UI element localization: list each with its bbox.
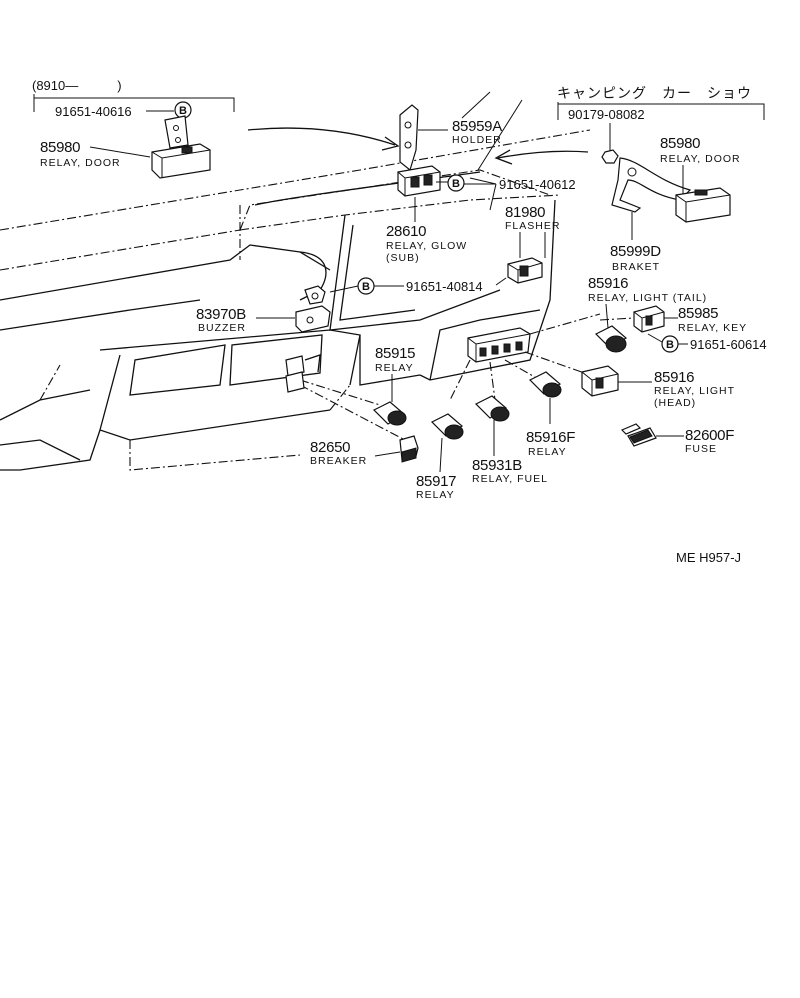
camping-car-title: キャンピング カー ショウ: [557, 86, 752, 102]
breaker-name: BREAKER: [310, 455, 367, 467]
bolt-b-marker: B: [447, 174, 465, 192]
relay-85916f-name: RELAY: [528, 446, 567, 458]
fuse-name: FUSE: [685, 443, 717, 455]
relay-85915-part: [372, 401, 407, 426]
door-relay-number: 85980: [40, 139, 80, 156]
glow-relay-name: RELAY, GLOW: [386, 240, 467, 252]
relay-85916f-part: [528, 371, 562, 398]
camper-door-relay-part: [675, 187, 731, 223]
key-relay-number: 85985: [678, 305, 718, 322]
holder-number: 85959A: [452, 118, 502, 135]
diagram-code: ME H957-J: [676, 550, 741, 565]
dashboard-body: [0, 129, 591, 471]
flasher-name: FLASHER: [505, 220, 560, 232]
buzzer-part: [295, 285, 331, 333]
tail-relay-part: [594, 325, 628, 353]
tail-relay-number: 85916: [588, 275, 628, 292]
bolt-40814-number: 91651-40814: [406, 279, 483, 294]
inset-right: キャンピング カー ショウ 90179-08082 85980 RELAY, D…: [494, 86, 765, 273]
relay-85916f-number: 85916F: [526, 429, 575, 446]
door-relay-part: [151, 115, 211, 179]
tail-relay-name: RELAY, LIGHT (TAIL): [588, 292, 707, 304]
fuel-relay-part: [474, 395, 510, 422]
svg-text:B: B: [179, 105, 187, 117]
fuel-relay-name: RELAY, FUEL: [472, 473, 548, 485]
fuse-part: [620, 423, 657, 447]
bracket-name: BRAKET: [612, 261, 660, 273]
bolt-b-marker: B: [174, 101, 192, 119]
key-relay-name: RELAY, KEY: [678, 322, 747, 334]
inset-left: (8910— ) 91651-40616 B 85980 RELAY, DOOR: [32, 78, 400, 179]
head-relay-name: RELAY, LIGHT: [654, 385, 735, 397]
nut-part-number: 90179-08082: [568, 107, 645, 122]
bolt-b-marker: B: [661, 335, 679, 353]
glow-relay-number: 28610: [386, 223, 426, 240]
flasher-part: [507, 257, 543, 284]
buzzer-name: BUZZER: [198, 322, 246, 334]
relay-85917-name: RELAY: [416, 489, 455, 501]
svg-text:B: B: [452, 178, 460, 190]
door-relay-name: RELAY, DOOR: [40, 157, 121, 169]
fuse-socket: [285, 355, 305, 393]
head-relay-sub: (HEAD): [654, 397, 696, 409]
inset-range-label: (8910— ): [32, 78, 122, 93]
relay-85917-number: 85917: [416, 473, 456, 490]
glow-relay-sub: (SUB): [386, 252, 420, 264]
buzzer-number: 83970B: [196, 306, 246, 323]
relay-block: [467, 327, 531, 363]
glow-relay-part: [397, 165, 441, 197]
camper-door-relay-number: 85980: [660, 135, 700, 152]
bolt-60614-number: 91651-60614: [690, 337, 767, 352]
nut-part: [601, 149, 619, 164]
fuel-relay-number: 85931B: [472, 457, 522, 474]
bolt-b-marker: B: [357, 277, 375, 295]
camper-door-relay-name: RELAY, DOOR: [660, 153, 741, 165]
bolt-40612-number: 91651-40612: [499, 177, 576, 192]
key-relay-part: [633, 305, 665, 333]
holder-name: HOLDER: [452, 134, 502, 146]
holder-part: [399, 104, 419, 172]
bracket-number: 85999D: [610, 243, 661, 260]
flasher-number: 81980: [505, 204, 545, 221]
head-relay-part: [581, 365, 619, 397]
relay-85915-name: RELAY: [375, 362, 414, 374]
breaker-part: [399, 435, 419, 463]
head-relay-number: 85916: [654, 369, 694, 386]
breaker-number: 82650: [310, 439, 350, 456]
svg-text:B: B: [362, 281, 370, 293]
relay-85917-part: [430, 413, 464, 440]
bracket-part: [611, 157, 692, 213]
svg-text:B: B: [666, 339, 674, 351]
fuse-number: 82600F: [685, 427, 734, 444]
relay-85915-number: 85915: [375, 345, 415, 362]
bolt-part-number: 91651-40616: [55, 104, 132, 119]
